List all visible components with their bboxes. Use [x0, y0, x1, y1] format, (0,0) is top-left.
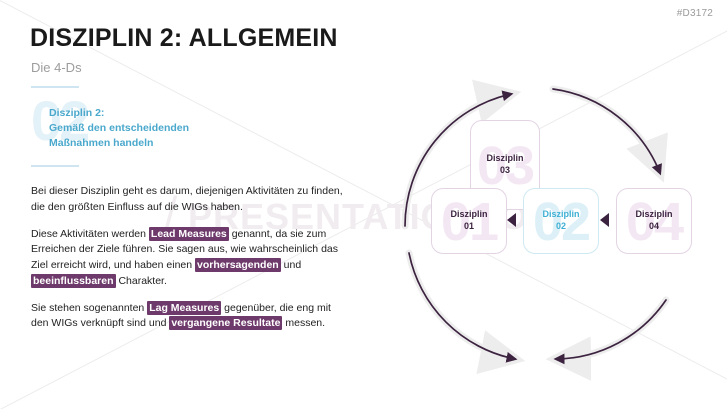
paragraph-1: Bei dieser Disziplin geht es darum, diej… — [31, 185, 343, 213]
highlight-vorhersagenden: vorhersagenden — [195, 258, 281, 272]
p2-text-b: genannt, da sie zum Erreichen der Ziele … — [31, 227, 338, 272]
watermark-slash-icon: / — [165, 188, 178, 237]
node-label-01: Disziplin 01 — [450, 209, 487, 232]
node-title-02: Disziplin — [542, 209, 580, 220]
highlight-lead-measures: Lead Measures — [148, 226, 229, 241]
body-text-block: Bei dieser Disziplin geht es darum, diej… — [31, 184, 351, 343]
highlight-beeinflussbaren: beeinflussbaren — [31, 273, 116, 288]
divider-bottom — [31, 165, 79, 167]
diagram-node-disziplin-02[interactable]: 02 Disziplin 02 — [523, 188, 599, 254]
arrow-left-triangle-icon-1 — [507, 213, 516, 227]
node-title-03: Disziplin — [486, 153, 524, 164]
arrow-strokes — [404, 88, 667, 365]
node-number-04: 04 — [648, 221, 659, 231]
callout-line-1: Disziplin 2: — [49, 107, 105, 119]
node-number-03: 03 — [499, 165, 510, 175]
p2-text-a: Diese Aktivitäten werden — [31, 227, 149, 240]
callout-line-3: Maßnahmen handeln — [49, 137, 154, 150]
highlight-lag-measures: Lag Measures — [147, 300, 222, 315]
callout-ghost-number: 02 — [31, 89, 90, 152]
p2-text-c: und — [280, 259, 302, 271]
slide-code-label: #D3172 — [676, 8, 713, 19]
p3-text-c: messen. — [282, 317, 326, 330]
arrow-left-triangle-icon-2 — [600, 213, 609, 227]
callout-heading: Disziplin 2: Gemäß den entscheidenden Ma… — [49, 106, 189, 152]
cycle-diagram: 03 Disziplin 03 01 Disziplin 01 02 Diszi… — [398, 78, 718, 383]
node-label-02: Disziplin 02 — [542, 209, 579, 232]
paragraph-3: Sie stehen sogenannten Lag Measures gege… — [31, 300, 351, 333]
cycle-arrows-group — [401, 79, 670, 381]
p3-text-a: Sie stehen sogenannten — [31, 301, 148, 314]
callout-line-2: Gemäß den entscheidenden — [49, 122, 190, 135]
diagram-node-disziplin-01[interactable]: 01 Disziplin 01 — [431, 188, 507, 254]
highlight-vergangene-resultate: vergangene Resultate — [169, 316, 283, 331]
p2-text-d: Charakter. — [115, 274, 167, 287]
divider-top — [31, 86, 79, 88]
node-title-04: Disziplin — [635, 209, 673, 220]
node-label-03: Disziplin 03 — [486, 153, 523, 176]
node-ghost-number-02: 02 — [532, 192, 591, 253]
node-ghost-number-03: 03 — [476, 136, 535, 197]
page-title: DISZIPLIN 2: ALLGEMEIN — [30, 24, 338, 52]
node-label-04: Disziplin 04 — [635, 209, 672, 232]
node-ghost-number-01: 01 — [440, 192, 499, 253]
node-number-01: 01 — [463, 221, 474, 231]
node-title-01: Disziplin — [450, 209, 488, 220]
node-ghost-number-04: 04 — [625, 192, 684, 253]
p3-text-b: gegenüber, die eng mit den WIGs verknüpf… — [31, 301, 331, 330]
callout-box: 02 Disziplin 2: Gemäß den entscheidenden… — [31, 93, 291, 162]
node-number-02: 02 — [555, 221, 566, 231]
diagram-node-disziplin-04[interactable]: 04 Disziplin 04 — [616, 188, 692, 254]
paragraph-2: Diese Aktivitäten werden Lead Measures g… — [31, 226, 351, 290]
page-subtitle: Die 4-Ds — [31, 60, 82, 75]
